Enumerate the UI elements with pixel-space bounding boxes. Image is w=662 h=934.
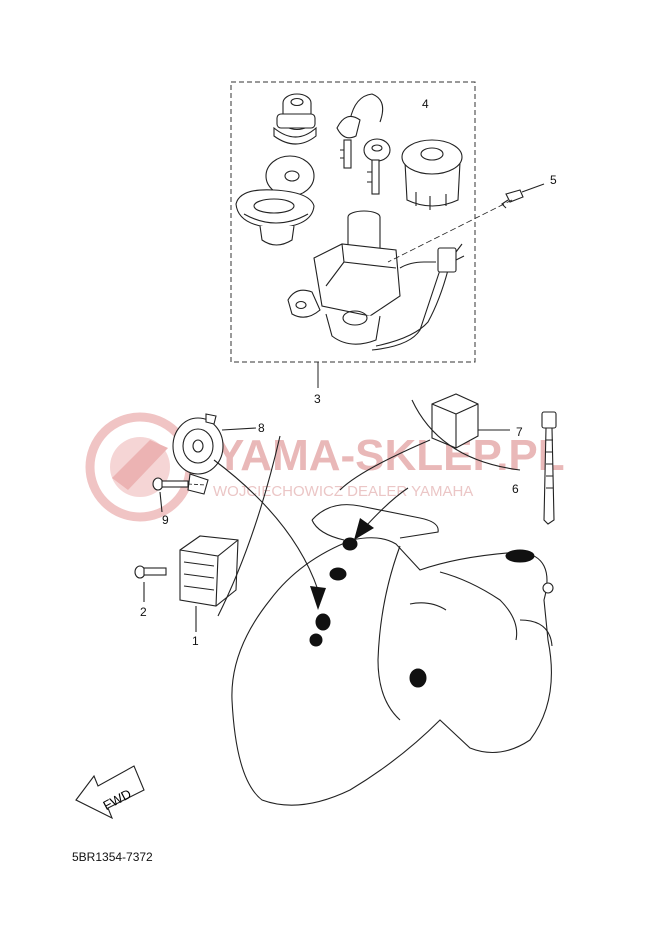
part-1-rectifier xyxy=(179,535,239,632)
callout-4: 4 xyxy=(422,97,429,111)
part-2-bolt xyxy=(134,565,167,602)
part-9-bolt xyxy=(152,477,207,513)
lock-cylinder xyxy=(273,93,317,145)
callout-1: 1 xyxy=(192,634,199,648)
callout-7: 7 xyxy=(516,425,523,439)
part-3-group-box xyxy=(230,81,476,363)
callout-3: 3 xyxy=(314,392,321,406)
callout-8: 8 xyxy=(258,421,265,435)
reference-code: 5BR1354-7372 xyxy=(72,850,153,864)
fwd-arrow: FWD xyxy=(75,765,145,820)
watermark-logo xyxy=(85,412,195,522)
part-7-relay xyxy=(431,393,510,449)
watermark-title: YAMA-SKLEP.PL xyxy=(215,431,565,480)
callout-9: 9 xyxy=(162,513,169,527)
watermark: YAMA-SKLEP.PL WOJCIECHOWICZ DEALER YAMAH… xyxy=(85,412,565,522)
callout-6: 6 xyxy=(512,482,519,496)
scooter-outline xyxy=(231,504,554,806)
fuel-lid-lock xyxy=(235,155,315,246)
callout-5: 5 xyxy=(550,173,557,187)
pointer-arrow-icon xyxy=(354,518,374,540)
part-4-cap xyxy=(401,139,463,210)
keys xyxy=(336,93,391,195)
watermark-subtitle: WOJCIECHOWICZ DEALER YAMAHA xyxy=(213,483,473,500)
callout-2: 2 xyxy=(140,605,147,619)
pointer-arrow-icon xyxy=(310,586,326,610)
part-5-screw xyxy=(387,183,545,263)
fwd-arrow-icon xyxy=(75,765,145,820)
part-8-horn xyxy=(172,413,257,495)
callout-labels: 1 2 3 4 5 6 7 8 9 xyxy=(140,97,557,648)
part-6-cable-tie xyxy=(541,411,557,525)
routing-curves xyxy=(213,399,521,617)
main-switch xyxy=(287,210,465,351)
